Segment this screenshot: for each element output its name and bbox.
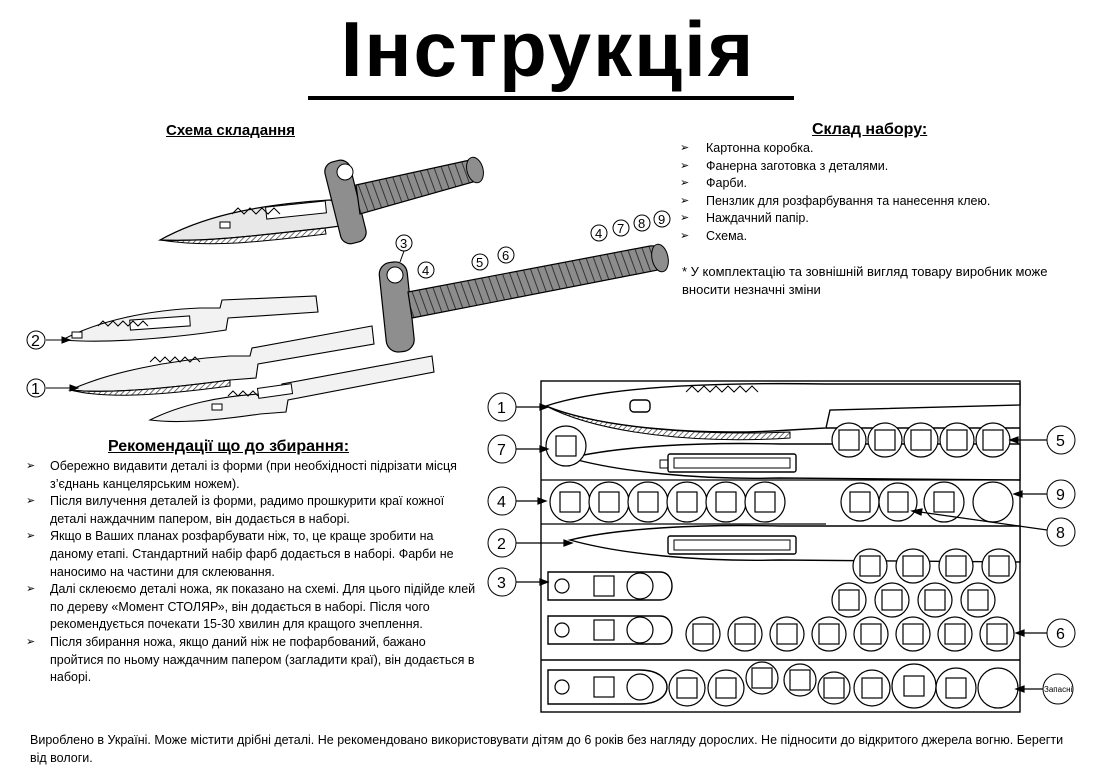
callout-5 [471,253,489,271]
sheet-callout-label: 3 [497,575,506,592]
arrow-bullet-icon: ➢ [26,530,36,543]
sheet-callout-label: 2 [497,536,506,553]
callout-label: 2 [31,333,40,350]
kit-item: ➢Картонна коробка. [680,140,990,158]
callout-2 [26,330,46,350]
callout-label: 4 [595,226,602,241]
callout-3 [395,234,413,252]
blade-part-2-illustration [60,295,319,342]
recommendation-item: ➢Далі склеюємо деталі ножа, як показано … [26,582,476,632]
page-title: Інструкція [340,5,756,93]
arrow-bullet-icon: ➢ [680,229,690,242]
sheet-frame [540,380,1021,713]
callout-label: 6 [502,248,509,263]
sheet-callout-label: 6 [1056,626,1065,643]
recommendation-item: ➢Після збирання ножа, якщо даний ніж не … [26,634,475,685]
arrow-bullet-icon: ➢ [680,194,690,207]
part-6-rings [685,548,1017,652]
kit-list: ➢Картонна коробка. ➢Фанерна заготовка з … [680,140,990,246]
callout-4b [590,224,608,242]
kit-item: ➢Наждачний папір. [680,210,990,228]
callout-label: 4 [422,263,429,278]
assembly-callouts [26,210,671,398]
callout-label: 1 [31,381,40,398]
kit-item: ➢Схема. [680,228,990,246]
part-7-ring [545,425,587,467]
blade-part-1b-illustration [148,355,435,423]
assembled-knife-illustration [157,156,484,245]
callout-label: 8 [638,216,645,231]
part-5-rings [831,422,1011,458]
recommendation-item: ➢Після вилучення деталей із форми, радим… [26,494,445,526]
arrow-bullet-icon: ➢ [26,583,36,596]
callout-label: 3 [400,236,407,251]
callout-8 [633,214,651,232]
callout-9 [653,210,671,228]
sheet-callout-label: 4 [497,494,506,511]
callout-label: 9 [658,212,665,227]
kit-note: * У комплектацію та зовнішній вигляд тов… [682,264,1048,297]
arrow-bullet-icon: ➢ [26,460,36,472]
part-3-guards [554,572,654,701]
arrow-bullet-icon: ➢ [26,635,36,648]
callout-label: 5 [476,255,483,270]
kit-item: ➢Пензлик для розфарбування та нанесення … [680,193,990,211]
recommendations-list: ➢Обережно видавити деталі із форми (при … [26,458,476,687]
sheet-callout-label: 1 [497,400,506,417]
kit-item: ➢Фанерна заготовка з деталями. [680,158,990,176]
parts-sheet [540,380,1021,713]
arrow-bullet-icon: ➢ [680,142,690,154]
sheet-callout-label: 5 [1056,433,1065,450]
callout-6 [497,246,515,264]
arrow-bullet-icon: ➢ [680,159,690,172]
recommendations-heading: Рекомендації що до збирання: [108,438,350,455]
callout-label: 7 [617,221,624,236]
handle-assembly-illustration [378,243,669,353]
part-9-disc [972,481,1014,523]
spare-parts-row [668,661,1019,709]
footer-disclaimer: Вироблено в Україні. Може містити дрібні… [30,733,1064,765]
assembly-heading: Схема складання [166,122,295,139]
sheet-callout-label: 7 [497,442,506,459]
arrow-bullet-icon: ➢ [26,495,36,508]
blade-part-1-illustration [67,325,375,396]
arrow-bullet-icon: ➢ [680,177,690,190]
spare-label: Запасні [1044,685,1072,694]
callout-1 [26,378,46,398]
arrow-bullet-icon: ➢ [680,212,690,225]
sheet-callouts [487,392,1076,705]
sheet-callout-label: 8 [1056,525,1065,542]
kit-heading: Склад набору: [812,121,928,138]
kit-item: ➢Фарби. [680,175,990,193]
title-underline [308,96,794,100]
recommendation-item: ➢Обережно видавити деталі із форми (при … [26,459,457,491]
callout-4a [417,261,435,279]
sheet-callout-label: 9 [1056,487,1065,504]
part-4-rings [549,481,965,523]
callout-7 [612,219,630,237]
sheet-callout-arrows [516,403,1048,693]
recommendation-item: ➢Якщо в Ваших планах розфарбувати ніж, т… [26,529,454,579]
